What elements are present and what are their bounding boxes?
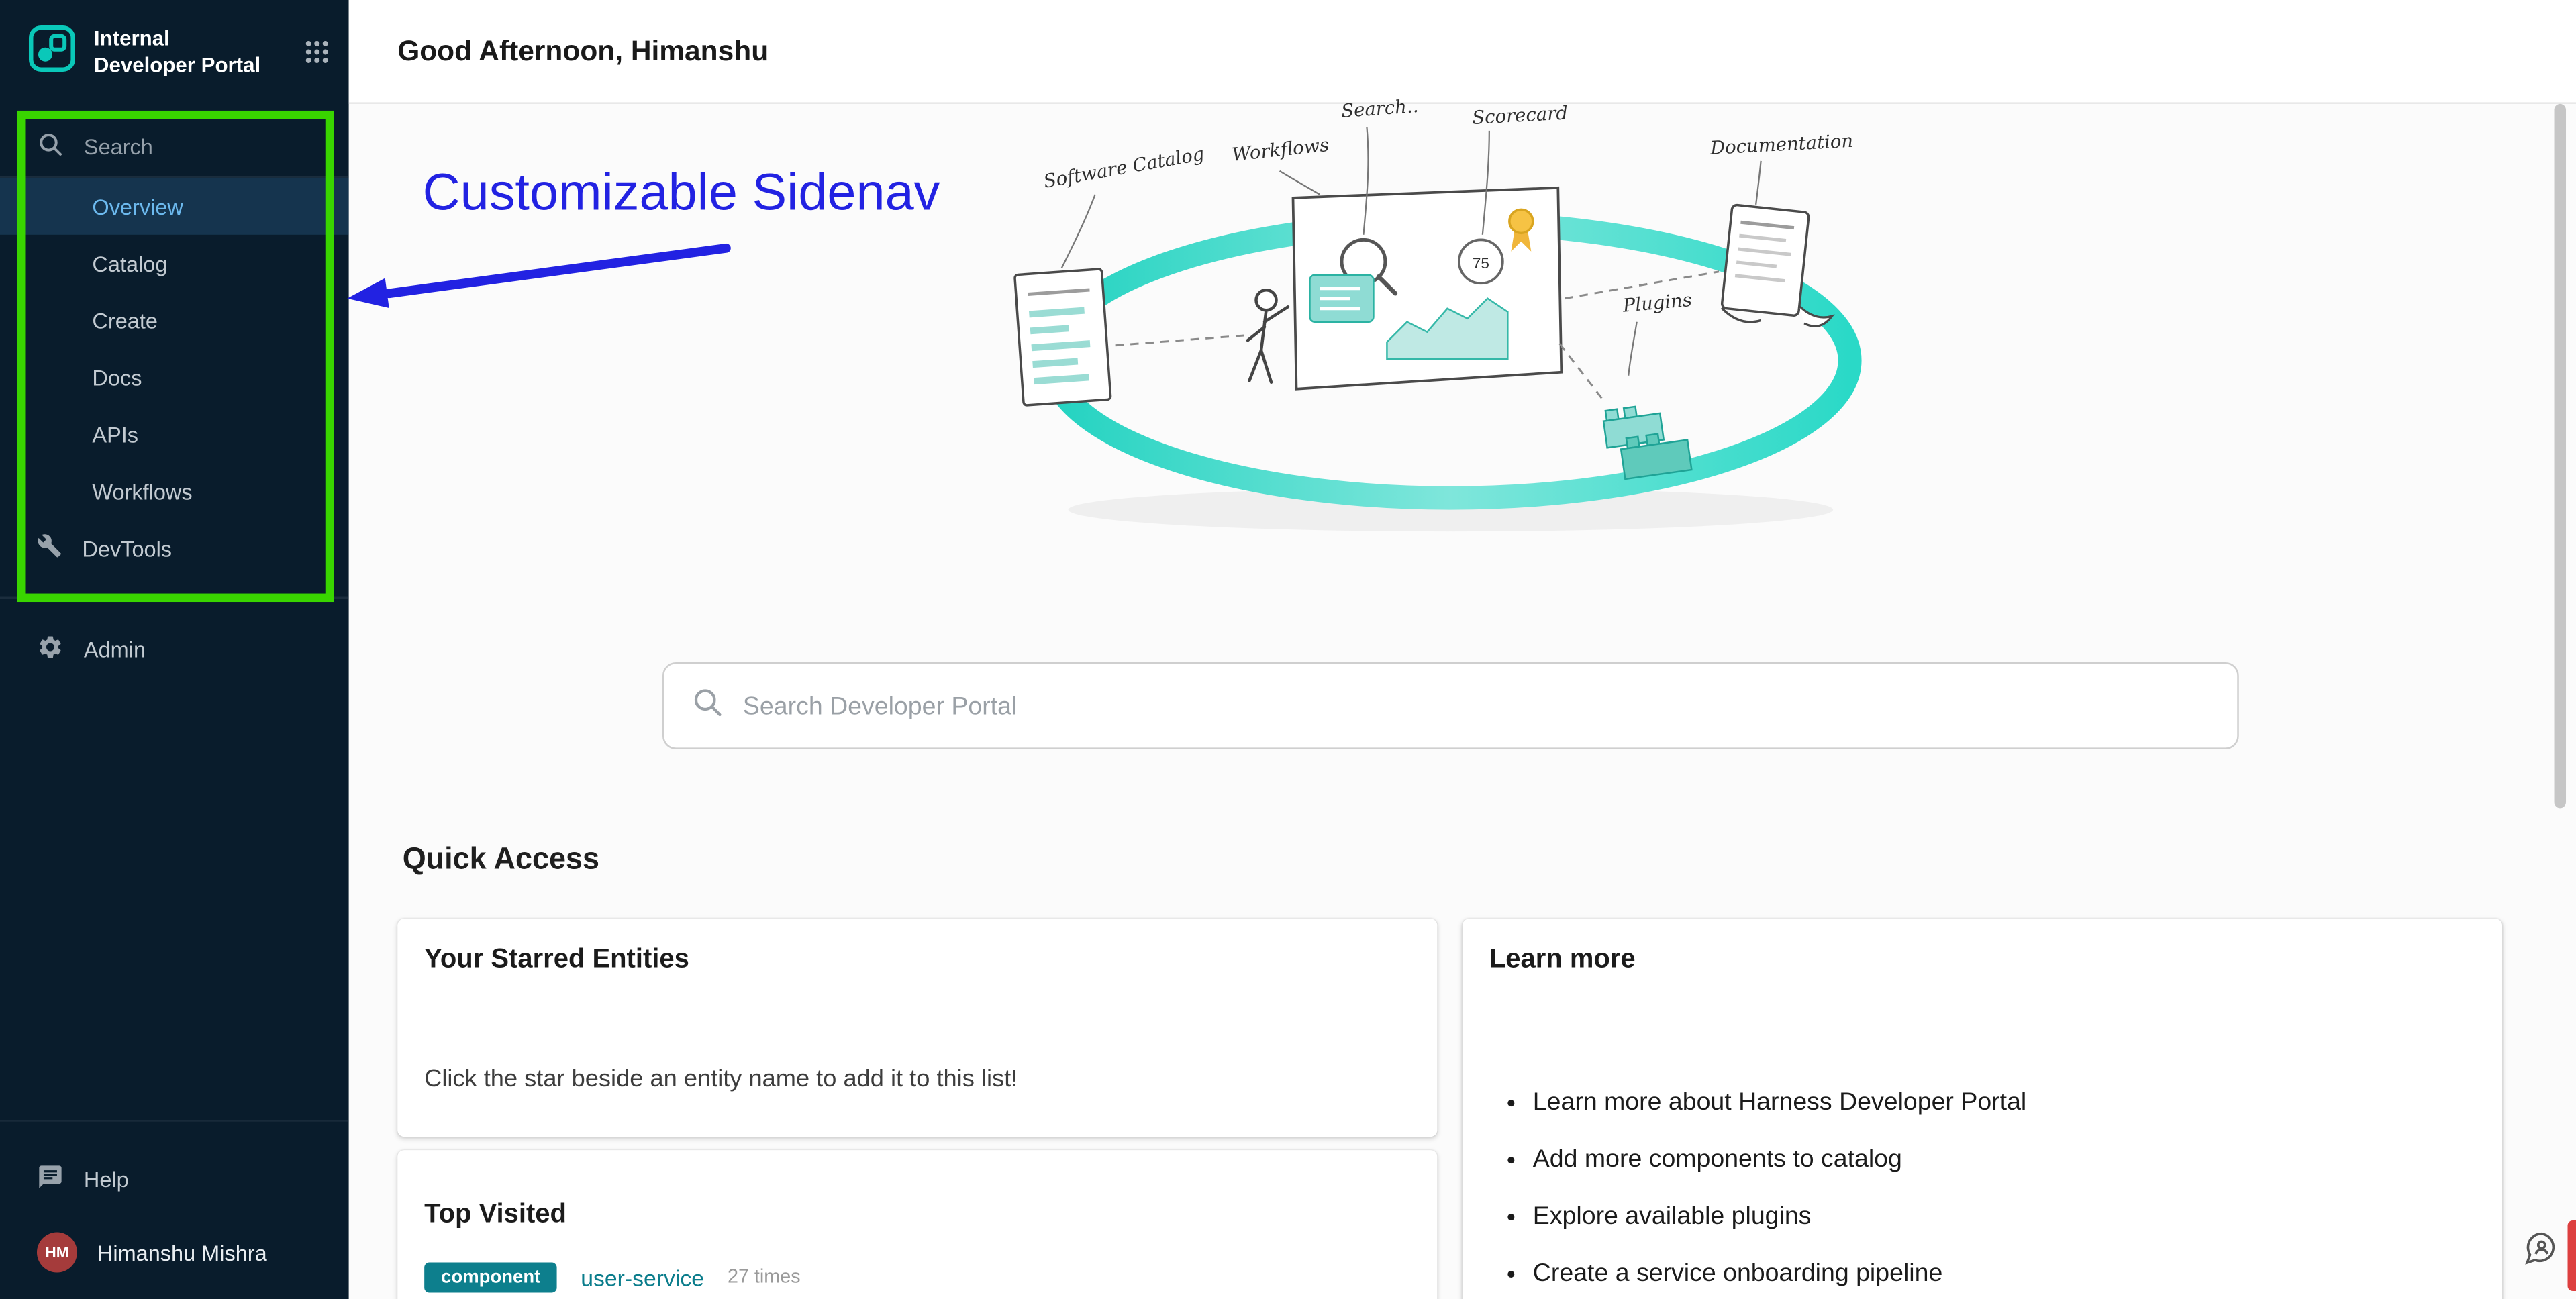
divider [0,1120,349,1122]
cards-left-column: Your Starred Entities Click the star bes… [397,919,1438,1299]
sidebar-help-label: Help [83,1165,129,1192]
learn-more-link[interactable]: Create a service onboarding pipeline [1533,1246,2502,1299]
sidebar-item-catalog[interactable]: Catalog [92,250,168,276]
learn-more-link[interactable]: Learn more about Harness Developer Porta… [1533,1075,2502,1132]
learn-more-link[interactable]: Explore available plugins [1533,1189,2502,1246]
entity-link[interactable]: user-service [581,1265,704,1290]
user-name: Himanshu Mishra [97,1239,267,1265]
page-header: Good Afternoon, Himanshu [348,0,2576,104]
illustration-label-workflows: Workflows [1231,134,1330,166]
app-title: Internal Developer Portal [93,26,261,77]
leader-line [1279,170,1321,195]
hero-illustration: Software Catalog [1013,97,1862,532]
learn-more-link[interactable]: Add more components to catalog [1533,1132,2502,1189]
sidebar-item-devtools[interactable]: DevTools [0,520,349,577]
leader-line [1628,321,1638,376]
top-visited-card: Top Visited component user-service 27 ti… [397,1150,1438,1299]
plugin-bricks [1602,405,1693,480]
leader-line [1060,194,1096,269]
home-content: Software Catalog [349,97,2576,1299]
sidebar-search-label: Search [83,134,153,160]
sidebar-header: Internal Developer Portal [0,0,349,104]
illustration-label-search: Search.. [1340,97,1419,122]
leader-line [1755,160,1762,205]
portal-search-bar [662,662,2239,749]
documentation-scroll [1720,203,1835,327]
mini-chart-graphic [1386,297,1509,360]
leader-line [1481,130,1490,235]
person-figure [1246,289,1290,384]
learn-more-title: Learn more [1489,945,1636,974]
starred-entities-card: Your Starred Entities Click the star bes… [397,919,1438,1137]
cards-right-column: Learn more Learn more about Harness Deve… [1462,919,2503,1299]
score-circle [1457,238,1504,285]
sidebar: Internal Developer Portal Search [0,0,349,1299]
scrollbar-thumb[interactable] [2554,103,2567,809]
kind-badge: component [424,1262,558,1293]
quick-access-cards: Your Starred Entities Click the star bes… [397,919,2503,1299]
sidebar-search[interactable]: Search [0,117,349,178]
sidebar-item-apis[interactable]: APIs [92,421,139,447]
sidebar-item-help[interactable]: Help [0,1149,349,1209]
visit-count: 27 times [727,1267,801,1288]
app-logo-icon[interactable] [27,23,77,81]
starred-entities-empty-text: Click the star beside an entity name to … [424,1066,1018,1094]
table-row: component user-service 27 times [424,1261,1410,1294]
sidebar-item-admin[interactable]: Admin [0,619,349,679]
apps-grid-icon[interactable] [305,40,329,64]
illustration-label-plugins: Plugins [1622,289,1693,317]
search-icon [37,131,64,162]
wrench-icon [37,533,62,564]
learn-more-list: Learn more about Harness Developer Porta… [1503,1075,2502,1299]
support-chat-icon[interactable] [2522,1229,2561,1276]
sidebar-item-overview[interactable]: Overview [0,177,349,235]
sidebar-footer: Help HM Himanshu Mishra [0,1120,349,1299]
illustration-label-documentation: Documentation [1709,130,1853,159]
quick-access-title: Quick Access [402,841,600,876]
medal-graphic [1508,208,1534,252]
illustration-label-scorecard: Scorecard [1472,102,1569,128]
top-visited-title: Top Visited [424,1200,566,1229]
sidebar-item-label: DevTools [82,535,172,561]
notification-sliver [2567,1220,2576,1291]
annotation-label: Customizable Sidenav [422,162,940,221]
sidebar-nav: Overview Catalog Create Docs APIs Workfl… [0,177,349,577]
greeting-title: Good Afternoon, Himanshu [397,34,769,66]
illustration-label-software-catalog: Software Catalog [1042,143,1205,193]
sidebar-item-create[interactable]: Create [92,307,158,333]
avatar: HM [36,1232,77,1273]
help-chat-icon [37,1163,64,1194]
score-value: 75 [1473,255,1489,272]
teal-card-graphic [1309,274,1375,323]
dashed-connectors [1115,270,1720,403]
sidebar-admin-label: Admin [83,636,146,662]
divider [0,596,349,599]
sidebar-item-docs[interactable]: Docs [92,364,142,390]
leader-line [1363,127,1369,235]
gear-icon [37,633,64,664]
search-input[interactable] [742,691,2211,721]
starred-entities-title: Your Starred Entities [424,945,689,974]
catalog-paper [1013,268,1112,407]
main-content: Good Afternoon, Himanshu [348,0,2576,1299]
search-icon [691,685,724,727]
ground-shadow [1068,488,1834,532]
learn-more-card: Learn more Learn more about Harness Deve… [1462,919,2503,1299]
sidebar-item-workflows[interactable]: Workflows [92,478,193,504]
sidebar-user[interactable]: HM Himanshu Mishra [0,1212,349,1293]
